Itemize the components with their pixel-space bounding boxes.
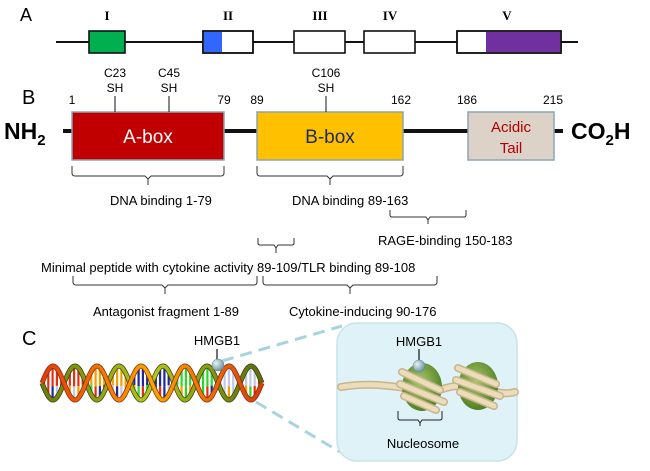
exon-3: III (293, 8, 346, 54)
bracket-antagonist (72, 276, 258, 289)
c106-sh: SH (318, 81, 335, 95)
bracket-dna-binding-a (71, 166, 225, 180)
exon-5: V (456, 8, 562, 54)
nucleosome-inset: HMGB1 Nucleosome (336, 322, 519, 462)
exon-5-label: V (502, 8, 512, 23)
acidic-tail-domain: Acidic Tail (467, 111, 555, 161)
residue-186: 186 (457, 93, 477, 107)
inset-hmgb1-label: HMGB1 (396, 334, 442, 349)
zoom-lines (221, 324, 343, 454)
cysteine-c23: C23 SH (104, 66, 126, 112)
c-terminus: CO2H (571, 118, 630, 149)
b-box-label: B-box (305, 127, 355, 148)
label-antagonist: Antagonist fragment 1-89 (93, 304, 239, 319)
label-minimal-peptide: Minimal peptide with cytokine activity 8… (41, 260, 415, 275)
residue-79: 79 (217, 93, 231, 107)
dna-helix (39, 363, 265, 403)
exon-4-label: IV (383, 8, 398, 23)
dna-strand-orange (40, 364, 264, 402)
bracket-rage (389, 210, 467, 221)
bracket-cytokine-inducing (262, 276, 438, 289)
exon-2-label: II (223, 8, 233, 23)
nucleosome-label: Nucleosome (387, 436, 459, 451)
panel-c-label: C (22, 328, 36, 350)
acidic-tail-label-line2: Tail (500, 140, 523, 157)
c106-label: C106 (312, 66, 341, 80)
cysteine-c45: C45 SH (158, 66, 180, 112)
acidic-tail-label-line1: Acidic (491, 119, 532, 136)
dna-hmgb1-label: HMGB1 (194, 333, 240, 348)
residue-1: 1 (69, 93, 76, 107)
cysteine-c106: C106 SH (312, 66, 341, 112)
a-box-domain: A-box (71, 111, 225, 161)
hmgb1-protein-icon (211, 358, 225, 372)
label-rage-binding: RAGE-binding 150-183 (378, 233, 512, 248)
bracket-dna-binding-b (256, 166, 404, 180)
label-cytokine-inducing: Cytokine-inducing 90-176 (289, 304, 436, 319)
histone-core-2 (452, 362, 504, 410)
panel-b-label: B (22, 87, 35, 109)
panel-a-label: A (20, 5, 32, 25)
exon-4: IV (363, 8, 416, 54)
residue-162: 162 (391, 93, 411, 107)
label-dna-binding-b: DNA binding 89-163 (292, 193, 408, 208)
bracket-minimal-peptide (257, 238, 295, 249)
c23-label: C23 (104, 66, 126, 80)
exon-3-label: III (312, 8, 327, 23)
n-terminus: NH2 (4, 118, 46, 149)
residue-89: 89 (250, 93, 264, 107)
exon-1: I (88, 8, 126, 54)
exon-2: II (202, 8, 254, 54)
inset-hmgb1-protein-icon (412, 359, 426, 373)
label-dna-binding-a: DNA binding 1-79 (110, 193, 212, 208)
histone-core-1 (396, 363, 448, 414)
b-box-domain: B-box (256, 111, 404, 161)
a-box-label: A-box (123, 127, 173, 148)
c23-sh: SH (107, 81, 124, 95)
exon-1-label: I (104, 8, 109, 23)
c45-label: C45 (158, 66, 180, 80)
residue-215: 215 (543, 93, 563, 107)
c45-sh: SH (161, 81, 178, 95)
